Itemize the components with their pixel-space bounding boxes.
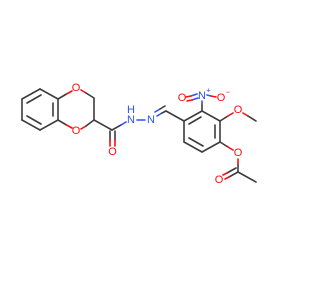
nitro-oxygen-negative-charge: − xyxy=(226,88,231,97)
atom-oxygen-acetyl: O xyxy=(215,174,224,186)
atom-oxygen-ester: O xyxy=(234,147,243,159)
atom-nitrogen-nitro: N xyxy=(198,90,206,102)
atom-oxygen-dioxane-top: O xyxy=(72,82,81,94)
atom-oxygen-carbonyl: O xyxy=(108,146,117,158)
atom-nitrogen-hydrazide: N xyxy=(127,114,135,126)
atom-hydrogen-hydrazide: H xyxy=(127,104,135,116)
central-benzene-ring xyxy=(183,110,221,153)
nitro-nitrogen-positive-charge: + xyxy=(206,86,211,95)
dioxane-ring-bonds xyxy=(57,89,95,130)
atom-oxygen-nitro-left: O xyxy=(178,92,187,104)
acetate-bonds xyxy=(219,141,257,183)
atom-nitrogen-imine: N xyxy=(147,114,155,126)
benzodioxane-benzene-ring xyxy=(21,88,59,131)
molecule-structure: O O O N H N N + O O − O O O xyxy=(21,82,257,186)
amide-bonds xyxy=(93,119,146,147)
bonds xyxy=(21,88,257,183)
nitro-bonds xyxy=(185,93,217,112)
atom-oxygen-dioxane-bottom: O xyxy=(72,125,81,137)
imine-bonds xyxy=(154,105,185,122)
atom-oxygen-methoxy: O xyxy=(234,104,243,116)
methoxy-bonds xyxy=(219,112,257,122)
atom-labels: O O O N H N N + O O − O O O xyxy=(72,82,243,186)
atom-oxygen-nitro-right: O xyxy=(217,92,226,104)
